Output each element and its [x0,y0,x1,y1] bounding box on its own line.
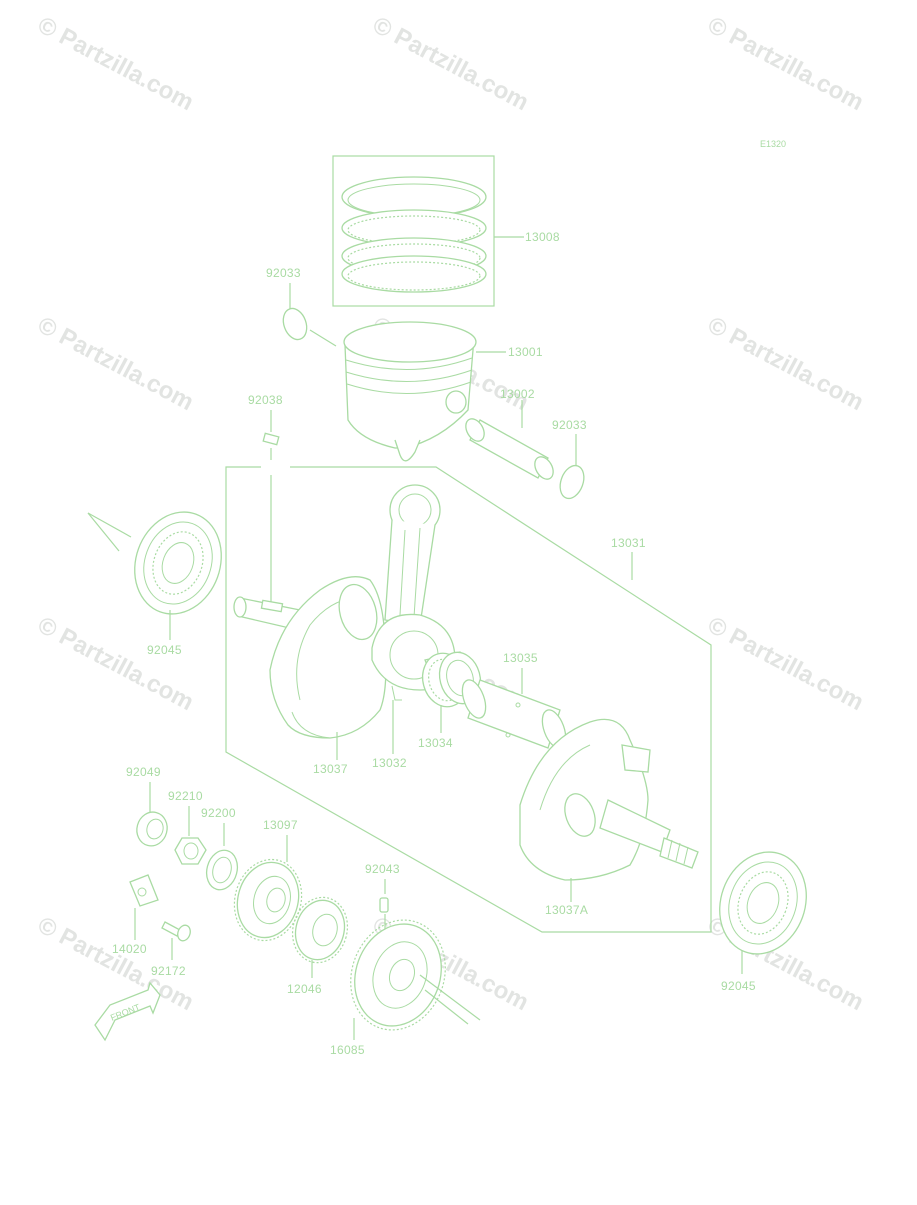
timing-sprocket-collar[interactable] [285,891,354,969]
piston-pin[interactable] [462,416,557,483]
label-92200[interactable]: 92200 [201,806,236,820]
label-92210[interactable]: 92210 [168,789,203,803]
piston-pin-clip-left[interactable] [279,305,311,343]
watermark-1: © Partzilla.com [33,11,198,116]
label-92033-right[interactable]: 92033 [552,418,587,432]
label-13035[interactable]: 13035 [503,651,538,665]
label-13037[interactable]: 13037 [313,762,348,776]
watermark-6: © Partzilla.com [703,311,868,416]
woodruff-key[interactable] [262,432,280,446]
watermark-2: © Partzilla.com [368,11,533,116]
label-92045-left[interactable]: 92045 [147,643,182,657]
washer[interactable] [202,847,241,893]
label-13037A[interactable]: 13037A [545,903,588,917]
label-13002[interactable]: 13002 [500,387,535,401]
label-92049[interactable]: 92049 [126,765,161,779]
piston-ring-set[interactable] [332,155,495,307]
crankshaft-right-half[interactable] [519,718,699,881]
oil-seal[interactable] [133,809,171,850]
balancer-gear[interactable] [336,907,481,1044]
label-13034[interactable]: 13034 [418,736,453,750]
watermark-4: © Partzilla.com [33,311,198,416]
dowel-pin[interactable] [379,897,389,913]
nut[interactable] [174,837,207,865]
diagram-code: E1320 [760,139,786,149]
label-14020[interactable]: 14020 [112,942,147,956]
label-92038[interactable]: 92038 [248,393,283,407]
label-13008[interactable]: 13008 [525,230,560,244]
crankshaft-left-half[interactable] [233,576,387,739]
label-13001[interactable]: 13001 [508,345,543,359]
watermark-3: © Partzilla.com [703,11,868,116]
label-16085[interactable]: 16085 [330,1043,365,1057]
watermark-7: © Partzilla.com [33,611,198,716]
bearing-left[interactable] [87,500,235,626]
label-13032[interactable]: 13032 [372,756,407,770]
bearing-right[interactable] [706,840,821,966]
piston-pin-clip-right[interactable] [556,462,588,501]
label-12046[interactable]: 12046 [287,982,322,996]
crankshaft-gear[interactable] [226,852,311,948]
label-92043[interactable]: 92043 [365,862,400,876]
label-13031[interactable]: 13031 [611,536,646,550]
piston[interactable] [343,321,477,462]
screw[interactable] [161,921,192,943]
watermark-9: © Partzilla.com [703,611,868,716]
stopper-plate[interactable] [129,874,159,907]
label-92172[interactable]: 92172 [151,964,186,978]
label-92045-right[interactable]: 92045 [721,979,756,993]
label-92033-left[interactable]: 92033 [266,266,301,280]
front-direction-arrow: FRONT [94,981,161,1042]
label-13097[interactable]: 13097 [263,818,298,832]
